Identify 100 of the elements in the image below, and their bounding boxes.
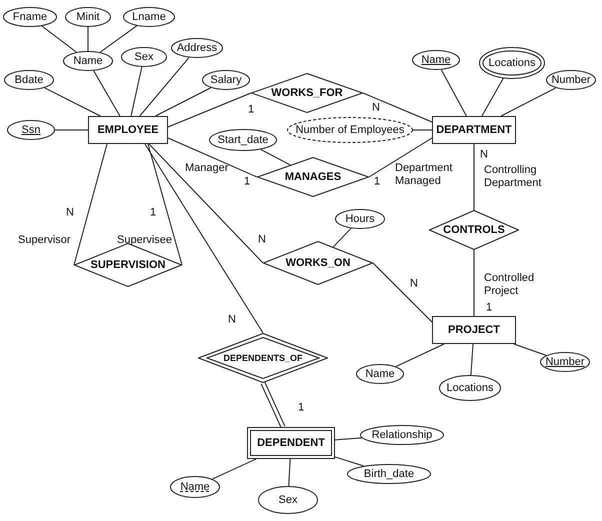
cardinality-label: N bbox=[479, 150, 489, 160]
entity-name: EMPLOYEE bbox=[97, 124, 159, 136]
attribute-name: Number bbox=[545, 356, 585, 368]
identifying-relationship-diamond bbox=[198, 333, 328, 383]
attribute-ellipse bbox=[123, 7, 175, 27]
role-label: Controlled Project bbox=[484, 272, 536, 298]
attribute-name: Fname bbox=[12, 12, 48, 22]
cardinality-label: N bbox=[227, 314, 237, 326]
connector-line bbox=[93, 70, 120, 116]
key-attribute-ellipse bbox=[412, 50, 460, 70]
multivalued-attribute-ellipse bbox=[479, 47, 545, 79]
role-label: Manager bbox=[185, 162, 230, 175]
attribute-name: Lname bbox=[132, 12, 166, 22]
connector-line bbox=[368, 138, 432, 178]
connector-line bbox=[148, 144, 182, 266]
role-label: Controlling Department bbox=[484, 164, 542, 190]
connector-line bbox=[148, 144, 264, 264]
cardinality-label: 1 bbox=[246, 104, 256, 116]
attribute-name: Birth_date bbox=[364, 468, 414, 480]
attribute-name: Address bbox=[176, 42, 218, 54]
attribute-ellipse bbox=[347, 464, 431, 484]
role-label: Department Managed bbox=[395, 162, 454, 188]
attribute-name: Ssn bbox=[22, 124, 40, 136]
relationship-name: CONTROLS bbox=[443, 224, 505, 236]
entity-box bbox=[432, 116, 516, 144]
connector-line bbox=[500, 87, 556, 116]
entity-box bbox=[88, 116, 168, 144]
role-label: Supervisor bbox=[18, 234, 72, 247]
connector-line bbox=[334, 456, 364, 466]
entity-name: DEPARTMENT bbox=[436, 124, 512, 136]
connector-line bbox=[481, 78, 504, 116]
cardinality-label: 1 bbox=[148, 208, 158, 218]
attribute-name: Sex bbox=[134, 52, 154, 62]
attribute-name: Bdate bbox=[14, 74, 44, 86]
entity-box bbox=[432, 316, 516, 344]
connector-line bbox=[168, 92, 252, 128]
attribute-ellipse bbox=[63, 51, 113, 71]
connector-line bbox=[168, 138, 258, 178]
connector-line bbox=[139, 57, 190, 116]
attribute-name: Salary bbox=[210, 74, 242, 86]
cardinality-label: N bbox=[371, 102, 381, 114]
key-attribute-ellipse bbox=[540, 352, 590, 372]
relationship-diamond bbox=[429, 210, 519, 250]
cardinality-label: 1 bbox=[372, 176, 382, 188]
attribute-ellipse bbox=[121, 47, 167, 67]
cardinality-label: N bbox=[409, 278, 419, 290]
relationship-diamond bbox=[257, 157, 369, 197]
double-connector-line bbox=[260, 382, 286, 428]
connector-line bbox=[513, 344, 547, 356]
connector-line bbox=[100, 25, 138, 53]
cardinality-label: N bbox=[257, 234, 267, 246]
connector-line bbox=[362, 92, 432, 122]
attribute-ellipse bbox=[65, 7, 111, 27]
derived-attribute-ellipse bbox=[287, 117, 413, 143]
attribute-ellipse bbox=[3, 7, 57, 27]
cardinality-label: N bbox=[65, 208, 75, 218]
relationship-name: MANAGES bbox=[284, 172, 342, 182]
attribute-ellipse bbox=[335, 209, 385, 229]
attribute-name: Hours bbox=[345, 214, 375, 224]
relationship-name: WORKS_FOR bbox=[271, 88, 343, 98]
attribute-name: Name bbox=[365, 368, 395, 380]
attribute-name: Minit bbox=[76, 12, 100, 22]
role-label: Supervisee bbox=[117, 234, 174, 247]
relationship-name: WORKS_ON bbox=[286, 258, 350, 268]
attribute-ellipse bbox=[546, 70, 596, 90]
connector-line bbox=[395, 344, 445, 368]
relationship-name: SUPERVISION bbox=[90, 260, 166, 270]
connector-line bbox=[260, 148, 291, 166]
connector-line bbox=[334, 437, 362, 440]
attribute-ellipse bbox=[356, 364, 404, 384]
attribute-name: Name bbox=[73, 56, 103, 66]
entity-name: PROJECT bbox=[448, 324, 500, 336]
relationship-name: DEPENDENTS_OF bbox=[223, 354, 302, 362]
weak-entity-box bbox=[247, 427, 335, 459]
attribute-name: Relationship bbox=[372, 430, 432, 440]
attribute-name: Sex bbox=[278, 494, 298, 506]
attribute-ellipse bbox=[360, 425, 444, 445]
attribute-ellipse bbox=[4, 70, 54, 90]
attribute-ellipse bbox=[202, 70, 250, 90]
connector-line bbox=[74, 144, 108, 266]
attribute-name: Number of Employees bbox=[296, 124, 404, 136]
attribute-name: Locations bbox=[446, 382, 494, 394]
connector-line bbox=[212, 458, 257, 480]
attribute-ellipse bbox=[258, 486, 318, 514]
attribute-name: Name bbox=[421, 54, 451, 66]
connector-line bbox=[332, 228, 352, 248]
connector-line bbox=[288, 458, 291, 486]
attribute-ellipse bbox=[439, 375, 501, 401]
cardinality-label: 1 bbox=[296, 402, 306, 414]
connector-line bbox=[130, 66, 142, 116]
cardinality-label: 1 bbox=[242, 176, 252, 188]
connector-line bbox=[41, 25, 77, 53]
relationship-diamond bbox=[263, 241, 373, 285]
connector-line bbox=[44, 87, 101, 116]
connector-line bbox=[470, 344, 474, 376]
entity-name: DEPENDENT bbox=[257, 438, 325, 448]
attribute-name: Locations bbox=[488, 58, 536, 68]
attribute-name: Start_date bbox=[218, 134, 268, 146]
connector-line bbox=[440, 69, 467, 116]
attribute-name: Number bbox=[551, 74, 591, 86]
